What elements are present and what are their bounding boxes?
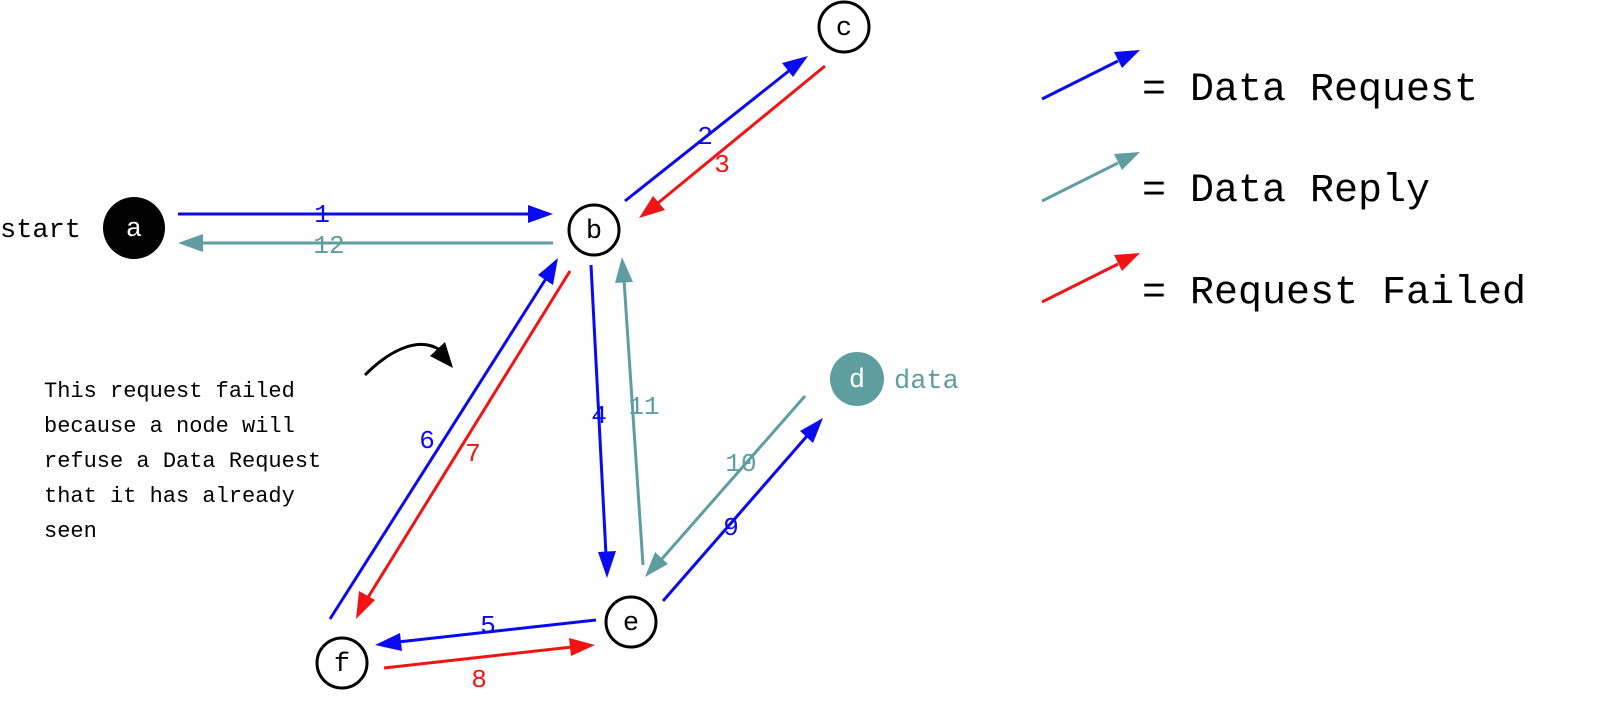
arrowhead <box>645 552 668 577</box>
node-c[interactable]: c <box>817 0 871 54</box>
curved-arrow-shaft <box>363 342 441 377</box>
node-c-label: c <box>836 14 852 44</box>
legend-failed-arrowhead <box>1114 253 1140 271</box>
annotation-note: This request failed because a node will … <box>44 374 404 549</box>
nodes: a start b c d data e f <box>0 0 959 690</box>
arrowhead <box>569 638 595 656</box>
arrowhead <box>538 258 558 285</box>
arrowhead <box>178 234 203 252</box>
annotation-pointer <box>363 342 453 377</box>
node-e[interactable]: e <box>604 595 658 649</box>
legend-item-reply: = Data Reply <box>1041 152 1430 214</box>
node-a-label: a <box>126 215 142 245</box>
annotation-line: seen <box>44 519 97 544</box>
arrowhead <box>356 591 375 619</box>
node-b-circle <box>567 203 621 257</box>
edge-1: 1 <box>178 200 553 230</box>
edge-label-4: 4 <box>591 401 607 431</box>
edge-label-5: 5 <box>480 611 496 641</box>
node-f-circle <box>315 636 369 690</box>
arrowhead <box>782 56 808 77</box>
edge-label-7: 7 <box>465 439 481 469</box>
edge-7: 7 <box>356 270 572 619</box>
legend-failed-label: = Request Failed <box>1142 271 1526 316</box>
node-a-circle <box>103 197 165 259</box>
legend-item-request: = Data Request <box>1041 50 1478 113</box>
arrowhead <box>615 257 633 283</box>
arrowhead <box>598 551 616 578</box>
legend-item-failed: = Request Failed <box>1041 253 1526 316</box>
edges: 1 12 2 3 4 <box>178 56 826 695</box>
curved-arrow-head <box>430 342 453 368</box>
node-d-label: d <box>849 366 865 396</box>
edge-3: 3 <box>639 64 826 218</box>
edge-label-1: 1 <box>314 200 330 230</box>
legend: = Data Request = Data Reply = Request Fa… <box>1041 50 1526 316</box>
legend-reply-arrowhead <box>1114 152 1140 170</box>
edge-6: 6 <box>328 258 558 620</box>
edge-label-9: 9 <box>723 513 739 543</box>
edge-label-12: 12 <box>313 231 344 261</box>
node-a-side-label: start <box>0 216 81 246</box>
legend-request-arrowhead <box>1114 50 1140 68</box>
edge-10: 10 <box>645 395 807 577</box>
node-f-label: f <box>334 650 350 680</box>
arrowhead <box>800 418 823 443</box>
arrowhead <box>528 205 553 223</box>
edge-label-2: 2 <box>697 122 713 152</box>
edge-label-3: 3 <box>714 150 730 180</box>
node-d-circle <box>830 352 884 406</box>
node-b-label: b <box>586 217 602 247</box>
legend-failed-line <box>1041 262 1119 304</box>
annotation-line: refuse a Data Request <box>44 449 322 474</box>
edge-12: 12 <box>178 231 553 261</box>
node-e-label: e <box>623 609 639 639</box>
edge-11: 11 <box>615 257 660 566</box>
legend-request-label: = Data Request <box>1142 68 1478 113</box>
node-d-side-label: data <box>894 367 959 397</box>
legend-request-line <box>1041 59 1119 101</box>
edge-label-6: 6 <box>419 426 435 456</box>
arrowhead <box>375 633 402 651</box>
legend-reply-line <box>1041 161 1119 203</box>
edge-8: 8 <box>383 638 595 695</box>
node-b[interactable]: b <box>567 203 621 257</box>
node-c-circle <box>817 0 871 54</box>
edge-4: 4 <box>589 264 616 578</box>
node-a[interactable]: a <box>103 197 165 259</box>
arrowhead <box>639 196 665 218</box>
edge-5: 5 <box>375 611 597 651</box>
legend-reply-label: = Data Reply <box>1142 169 1430 214</box>
edge-label-8: 8 <box>471 665 487 695</box>
annotation-line: because a node will <box>44 414 295 439</box>
node-e-circle <box>604 595 658 649</box>
edge-label-10: 10 <box>725 449 756 479</box>
edge-9: 9 <box>661 418 823 602</box>
annotation-line: This request failed <box>44 379 295 404</box>
annotation-line: that it has already <box>44 484 295 509</box>
node-f[interactable]: f <box>315 636 369 690</box>
node-d[interactable]: d <box>830 352 884 406</box>
edge-2: 2 <box>624 56 808 203</box>
edge-label-11: 11 <box>628 392 659 422</box>
